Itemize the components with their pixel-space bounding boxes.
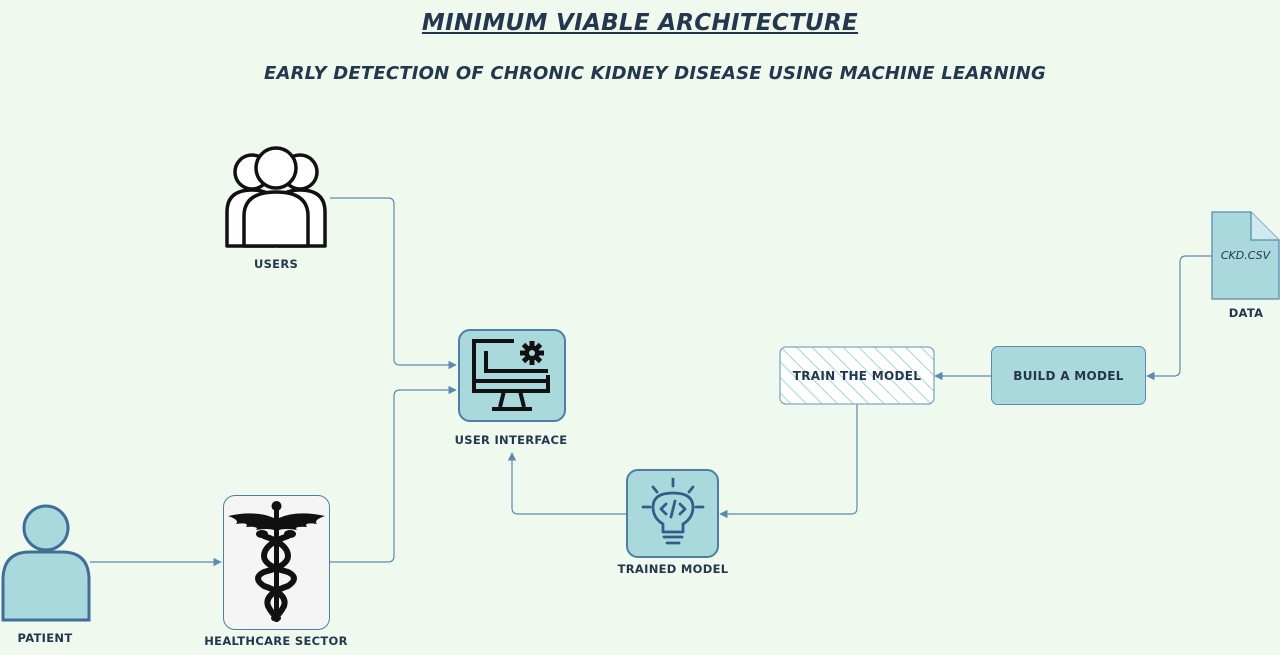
train-model-node[interactable] xyxy=(779,346,935,405)
computer-settings-icon xyxy=(472,339,550,411)
build-model-label: BUILD A MODEL xyxy=(1013,368,1124,383)
users-group-icon xyxy=(225,146,327,248)
person-icon xyxy=(1,504,91,622)
diagram-subtitle: EARLY DETECTION OF CHRONIC KIDNEY DISEAS… xyxy=(263,63,1047,84)
diagram-title: MINIMUM VIABLE ARCHITECTURE xyxy=(421,10,859,36)
edge-healthcare-to-ui xyxy=(330,385,457,563)
lightbulb-code-icon xyxy=(641,477,705,545)
edge-data-to-build xyxy=(1146,255,1212,381)
edge-trained-to-ui xyxy=(507,452,626,515)
edge-users-to-ui xyxy=(330,197,457,370)
trained-model-label: TRAINED MODEL xyxy=(617,562,729,576)
users-label: USERS xyxy=(253,257,299,271)
healthcare-sector-label: HEALTHCARE SECTOR xyxy=(204,634,348,648)
document-icon[interactable] xyxy=(1211,211,1280,300)
data-label: DATA xyxy=(1228,306,1264,320)
train-model-label: TRAIN THE MODEL xyxy=(792,368,922,383)
patient-label: PATIENT xyxy=(17,631,73,645)
caduceus-icon xyxy=(228,501,325,622)
build-model-node[interactable]: BUILD A MODEL xyxy=(991,346,1146,405)
user-interface-label: USER INTERFACE xyxy=(454,433,568,447)
data-file-name: CKD.CSV xyxy=(1220,249,1271,262)
edge-train-to-trained xyxy=(719,404,858,519)
